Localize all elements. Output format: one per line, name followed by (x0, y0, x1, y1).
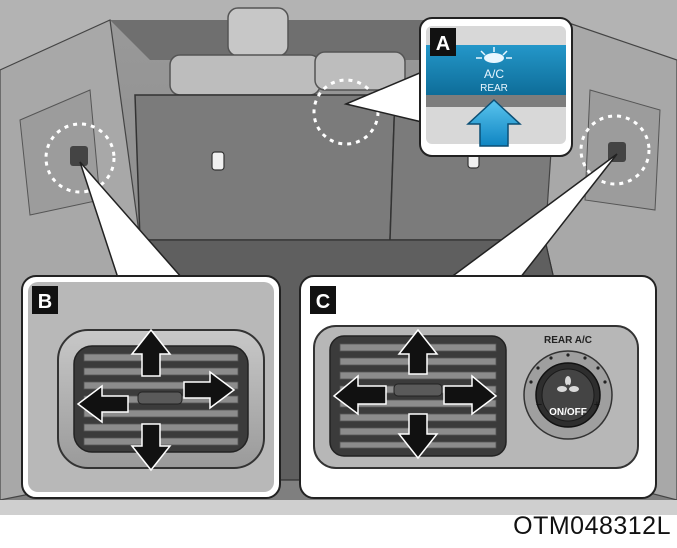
panel-label: REAR A/C (544, 335, 592, 346)
figure-code: OTM048312L (513, 512, 671, 540)
button-label-rear: REAR (480, 83, 508, 94)
callout-b: B (21, 275, 281, 499)
callout-letter-c: C (316, 291, 330, 313)
arrow-down-icon (130, 423, 172, 472)
arrow-right-icon (443, 374, 498, 416)
callout-letter-b: B (38, 291, 52, 313)
label-box-b (32, 286, 58, 314)
arrow-down-icon (397, 413, 439, 460)
button-label-ac: A/C (484, 67, 504, 81)
fan-icon (557, 376, 579, 392)
arrow-right-icon (183, 370, 236, 410)
indicator-light-icon (476, 47, 512, 63)
minus-label: − (536, 399, 542, 411)
arrow-up-icon (397, 328, 439, 375)
callout-letter-a: A (436, 33, 450, 55)
fan-speed-knob: ON/OFF − + (523, 350, 613, 440)
arrow-left-icon (332, 374, 387, 416)
callout-c: C REAR A/C (299, 275, 657, 499)
on-off-label: ON/OFF (549, 407, 587, 418)
label-box-a (430, 28, 456, 56)
highlight-circle-c (579, 114, 651, 186)
highlight-circle-b (44, 122, 116, 194)
plus-label: + (594, 399, 600, 411)
arrow-up-icon (130, 328, 172, 377)
left-vent-small (70, 146, 88, 166)
press-arrow-icon (466, 98, 522, 147)
arrow-left-icon (76, 384, 129, 424)
label-box-c (310, 286, 336, 314)
callout-a: A A/C REAR (419, 17, 573, 157)
